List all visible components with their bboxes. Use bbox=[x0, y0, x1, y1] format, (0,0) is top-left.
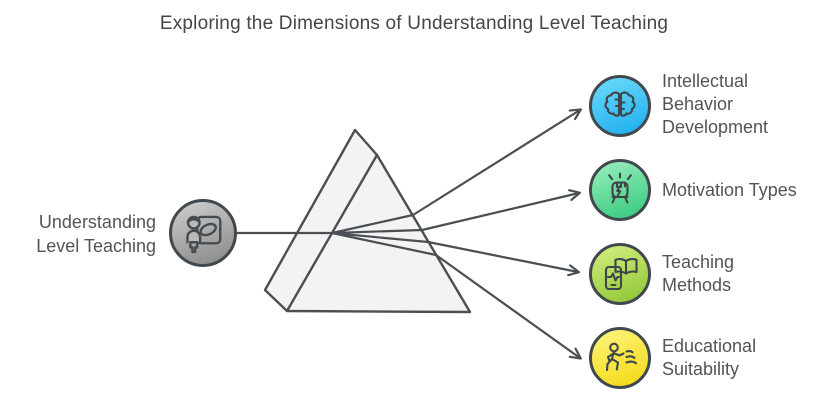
node-teaching-methods-label: Teaching Methods bbox=[662, 252, 735, 295]
connector-lines bbox=[235, 110, 580, 358]
node-motivation-types-circle bbox=[589, 159, 651, 221]
node-motivation-types-label: Motivation Types bbox=[662, 180, 797, 200]
node-intellectual-behavior-label: Intellectual Behavior Development bbox=[662, 71, 769, 137]
brain-icon bbox=[604, 91, 636, 117]
node-educational-suitability-circle bbox=[589, 327, 651, 389]
ray-to-intellectual-behavior bbox=[330, 110, 580, 235]
raised-fist-icon bbox=[608, 172, 632, 204]
source-node-circle bbox=[169, 199, 237, 267]
prism-shape bbox=[263, 128, 472, 314]
phone-book-icon bbox=[604, 257, 638, 291]
page-title: Exploring the Dimensions of Understandin… bbox=[159, 13, 669, 34]
teacher-presenting-icon bbox=[186, 215, 222, 254]
ray-to-motivation-types bbox=[330, 193, 579, 235]
node-intellectual-behavior-circle bbox=[589, 75, 651, 137]
running-person-icon bbox=[605, 342, 638, 372]
ray-to-teaching-methods bbox=[330, 231, 578, 272]
node-educational-suitability-label: Educational Suitability bbox=[662, 336, 757, 379]
ray-to-educational-suitability bbox=[330, 231, 580, 358]
source-node-label: Understanding Level Teaching bbox=[36, 212, 156, 256]
node-teaching-methods-circle bbox=[589, 243, 651, 305]
